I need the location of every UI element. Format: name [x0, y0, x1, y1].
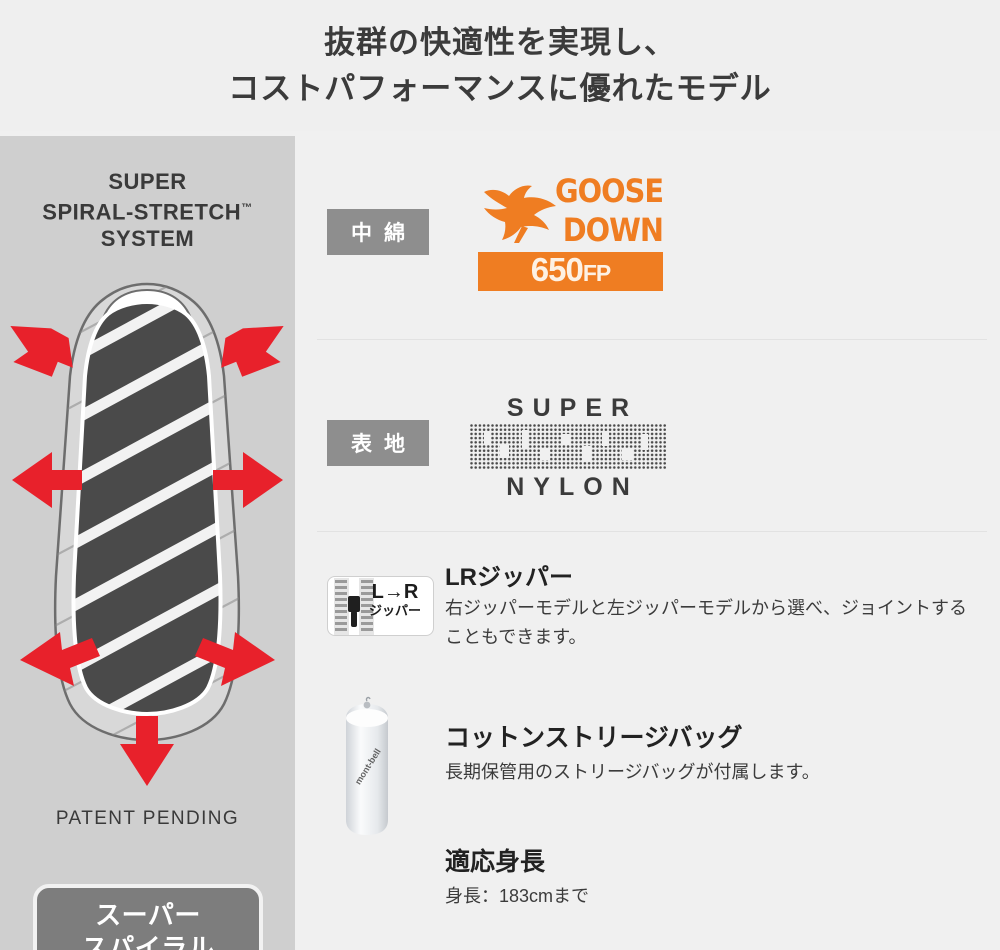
arrow-upper-left: [10, 326, 73, 377]
header-banner: 抜群の快適性を実現し、 コストパフォーマンスに優れたモデル: [0, 0, 1000, 131]
header-line-1: 抜群の快適性を実現し、: [324, 24, 676, 60]
goose-down-logo-top: GOOSE DOWN: [478, 172, 664, 252]
super-nylon-logo: SUPER: [470, 394, 666, 501]
arrow-upper-right: [221, 326, 284, 377]
goose-down-line-1: GOOSE: [555, 172, 664, 210]
goose-down-line-2: DOWN: [562, 211, 664, 249]
arrow-lower-left: [20, 632, 100, 686]
feature-row-shell-fabric: 表地 SUPER: [295, 340, 1000, 530]
cotton-storage-bag-image: mont-bell: [336, 696, 398, 838]
goose-bird-icon: [478, 180, 562, 246]
feature-title-lr-zipper: LRジッパー: [445, 564, 573, 591]
fill-power-bar: 650FP: [478, 252, 663, 291]
lr-zipper-direction: L→R: [371, 581, 419, 603]
row-divider-2: [317, 531, 987, 532]
lr-zipper-badge-text: L→R ジッパー: [363, 582, 427, 619]
arrow-bottom: [120, 716, 174, 786]
badge-line-2: スパイラル: [81, 932, 215, 950]
spiral-stretch-title: SUPER SPIRAL-STRETCH™ SYSTEM: [0, 168, 295, 252]
fill-power-value-group: 650FP: [530, 251, 611, 290]
feature-title-storage-bag: コットンストリージバッグ: [445, 724, 743, 752]
feature-row-lr-zipper: L→R ジッパー LRジッパー 右ジッパーモデルと左ジッパーモデルから選べ、ジョ…: [295, 532, 1000, 647]
zipper-icon: [334, 578, 374, 635]
fill-power-unit: FP: [582, 260, 611, 286]
spiral-stretch-title-line-1: SUPER: [108, 169, 187, 194]
arrow-lower-right: [195, 632, 275, 686]
feature-list-panel: 中綿 GOOSE DOWN 650FP: [295, 136, 1000, 950]
feature-body-lr-zipper: 右ジッパーモデルと左ジッパーモデルから選べ、ジョイントすることもできます。: [445, 598, 967, 647]
stretch-arrows: [10, 326, 284, 786]
arrow-middle-left: [12, 452, 82, 508]
feature-chip-shell-fabric: 表地: [327, 420, 429, 466]
goose-down-wordmark: GOOSE DOWN: [555, 172, 664, 250]
feature-chip-insulation: 中綿: [327, 209, 429, 255]
spiral-stretch-title-line-3: SYSTEM: [100, 226, 195, 252]
sleeping-bag-diagram: [0, 276, 295, 806]
spiral-stretch-badge: スーパー スパイラル ストレッチ™ システム: [33, 884, 263, 950]
feature-row-storage-bag: mont-bell コットンストリージバッグ 長期保管用のストリージバッグが付属…: [295, 676, 1000, 835]
lr-zipper-badge: L→R ジッパー: [327, 576, 434, 636]
row-divider-1: [317, 339, 987, 340]
arrow-middle-right: [213, 452, 283, 508]
super-nylon-line-1: SUPER: [506, 394, 639, 422]
badge-line-1: スーパー: [95, 899, 201, 930]
feature-body-storage-bag: 長期保管用のストリージバッグが付属します。: [445, 762, 820, 782]
spiral-stretch-panel: SUPER SPIRAL-STRETCH™ SYSTEM: [0, 136, 295, 950]
super-nylon-halftone-band: [470, 424, 666, 470]
header-line-2: コストパフォーマンスに優れたモデル: [228, 70, 772, 106]
feature-row-insulation: 中綿 GOOSE DOWN 650FP: [295, 136, 1000, 338]
patent-pending-label: PATENT PENDING: [55, 808, 240, 829]
spiral-stretch-title-line-2: SPIRAL-STRETCH™: [42, 199, 253, 225]
feature-row-applicable-height: 適応身長 身長：183cmまで: [295, 826, 1000, 936]
goose-down-logo: GOOSE DOWN 650FP: [478, 172, 664, 291]
feature-body-applicable-height: 身長：183cmまで: [445, 886, 590, 906]
lr-zipper-sub-label: ジッパー: [368, 603, 421, 618]
super-nylon-line-2: NYLON: [506, 473, 639, 501]
feature-title-applicable-height: 適応身長: [445, 848, 546, 876]
fill-power-value: 650: [530, 251, 584, 288]
trademark-symbol: ™: [241, 202, 253, 214]
